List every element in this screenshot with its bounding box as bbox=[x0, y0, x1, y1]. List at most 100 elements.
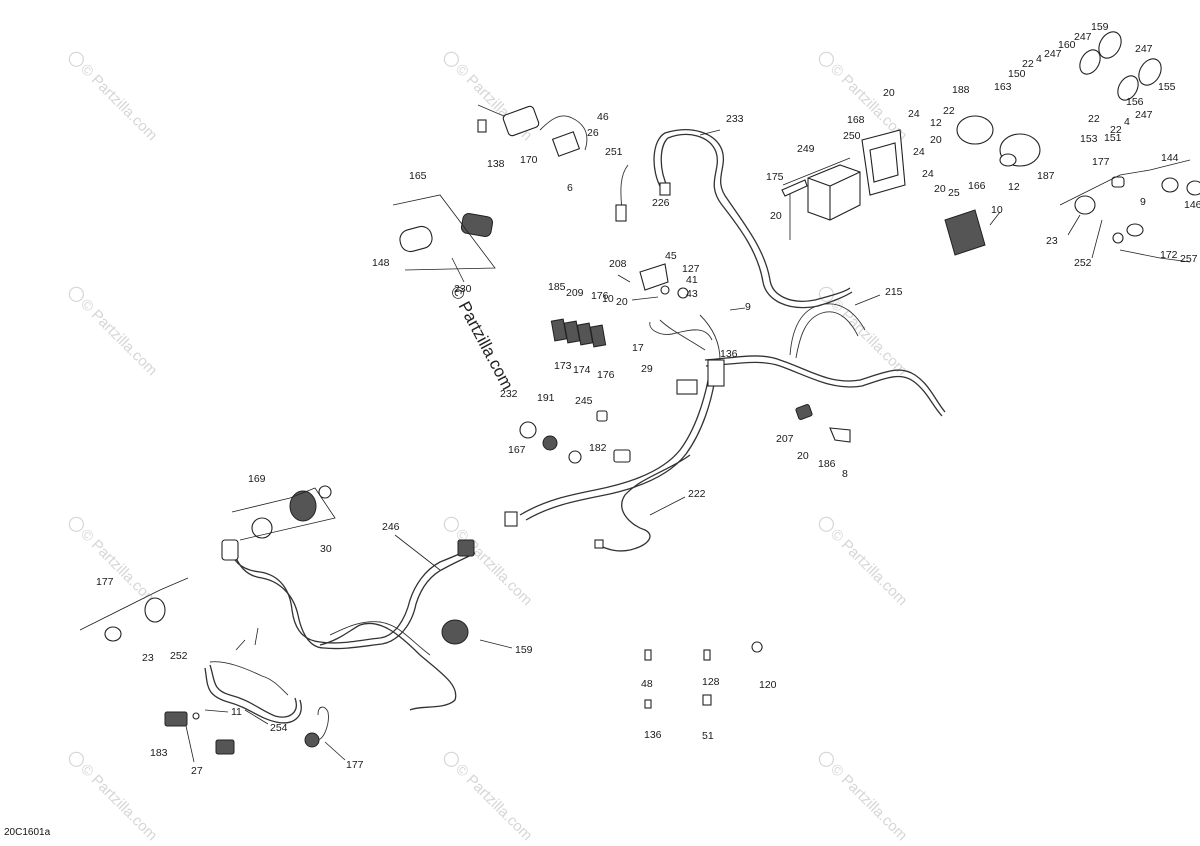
callout-label: 17 bbox=[632, 342, 644, 354]
callout-label: 176 bbox=[591, 290, 609, 302]
callout-label: 10 bbox=[991, 204, 1003, 216]
callout-label: 175 bbox=[766, 171, 784, 183]
callout-label: 251 bbox=[605, 146, 623, 158]
callout-label: 151 bbox=[1104, 132, 1122, 144]
callout-label: 51 bbox=[702, 730, 714, 742]
callout-label: 120 bbox=[759, 679, 777, 691]
callout-label: 43 bbox=[686, 288, 698, 300]
callout-label: 20 bbox=[770, 210, 782, 222]
callout-label: 165 bbox=[409, 170, 427, 182]
callout-label: 20 bbox=[797, 450, 809, 462]
watermark: © Partzilla.com bbox=[827, 526, 910, 609]
callout-label: 188 bbox=[952, 84, 970, 96]
callout-label: 187 bbox=[1037, 170, 1055, 182]
callout-label: 208 bbox=[609, 258, 627, 270]
watermark: © Partzilla.com bbox=[77, 526, 160, 609]
part-grille-shape bbox=[460, 212, 494, 238]
center-watermark: © Partzilla.com bbox=[446, 283, 517, 393]
callout-label: 247 bbox=[1135, 109, 1153, 121]
callout-label: 159 bbox=[515, 644, 533, 656]
callout-label: 247 bbox=[1074, 31, 1092, 43]
callout-label: 24 bbox=[913, 146, 925, 158]
part-148-shape bbox=[399, 225, 433, 253]
callout-label: 20 bbox=[934, 183, 946, 195]
watermark: © Partzilla.com bbox=[452, 526, 535, 609]
callout-label: 20 bbox=[616, 296, 628, 308]
group-brackets bbox=[79, 157, 1191, 631]
callout-label: 177 bbox=[1092, 156, 1110, 168]
callout-label: 170 bbox=[520, 154, 538, 166]
callout-label: 209 bbox=[566, 287, 584, 299]
watermark: © Partzilla.com bbox=[77, 296, 160, 379]
callout-label: 246 bbox=[382, 521, 400, 533]
callout-label: 163 bbox=[994, 81, 1012, 93]
callout-label: 191 bbox=[537, 392, 555, 404]
callout-label: 182 bbox=[589, 442, 607, 454]
watermark: © Partzilla.com bbox=[77, 761, 160, 841]
callout-label: 136 bbox=[720, 348, 738, 360]
callout-label: 4 bbox=[1036, 53, 1042, 65]
callout-label: 257 bbox=[1180, 253, 1198, 265]
callout-label: 22 bbox=[1088, 113, 1100, 125]
callout-label: 8 bbox=[842, 468, 848, 480]
callout-label: 24 bbox=[908, 108, 920, 120]
callout-label: 23 bbox=[142, 652, 154, 664]
callout-label: 177 bbox=[346, 759, 364, 771]
callout-label: 159 bbox=[1091, 21, 1109, 33]
callout-label: 26 bbox=[587, 127, 599, 139]
callout-label: 186 bbox=[818, 458, 836, 470]
callout-label: 45 bbox=[665, 250, 677, 262]
watermark: © Partzilla.com bbox=[827, 296, 910, 379]
callout-label: 177 bbox=[96, 576, 114, 588]
callout-label: 12 bbox=[1008, 181, 1020, 193]
watermark: © Partzilla.com bbox=[77, 61, 160, 144]
callout-label: 6 bbox=[567, 182, 573, 194]
callout-label: 22 bbox=[1022, 58, 1034, 70]
callout-label: 168 bbox=[847, 114, 865, 126]
callout-label: 153 bbox=[1080, 133, 1098, 145]
callout-label: 156 bbox=[1126, 96, 1144, 108]
callout-label: 160 bbox=[1058, 39, 1076, 51]
callout-label: 9 bbox=[1140, 196, 1146, 208]
callout-label: 4 bbox=[1124, 116, 1130, 128]
callout-label: 41 bbox=[686, 274, 698, 286]
callout-label: 128 bbox=[702, 676, 720, 688]
callout-label: 48 bbox=[641, 678, 653, 690]
callout-label: 11 bbox=[231, 706, 242, 718]
parts-layer bbox=[104, 31, 1200, 755]
callout-label: 10 bbox=[602, 293, 614, 305]
callout-label: 22 bbox=[943, 105, 955, 117]
watermark: © Partzilla.com bbox=[452, 761, 535, 841]
callout-label: 150 bbox=[1008, 68, 1026, 80]
wiring-layer bbox=[204, 104, 946, 741]
callout-label: 249 bbox=[797, 143, 815, 155]
callout-label: 167 bbox=[508, 444, 526, 456]
callout-label: 226 bbox=[652, 197, 670, 209]
callout-label: 29 bbox=[641, 363, 653, 375]
callout-label: 176 bbox=[597, 369, 615, 381]
leader-lines bbox=[185, 129, 1103, 763]
callout-label: 24 bbox=[922, 168, 934, 180]
callout-label: 169 bbox=[248, 473, 266, 485]
callout-label: 185 bbox=[548, 281, 566, 293]
callout-label: 25 bbox=[948, 187, 960, 199]
callout-label: 166 bbox=[968, 180, 986, 192]
callout-label: 254 bbox=[270, 722, 288, 734]
callout-label: 252 bbox=[1074, 257, 1092, 269]
callout-label: 146 bbox=[1184, 199, 1200, 211]
callout-label: 138 bbox=[487, 158, 505, 170]
callout-label: 20 bbox=[883, 87, 895, 99]
callout-label: 12 bbox=[930, 117, 942, 129]
callout-label: 247 bbox=[1044, 48, 1062, 60]
callout-label: 247 bbox=[1135, 43, 1153, 55]
callout-label: 23 bbox=[1046, 235, 1058, 247]
callout-label: 232 bbox=[500, 388, 518, 400]
callout-label: 46 bbox=[597, 111, 609, 123]
callout-label: 245 bbox=[575, 395, 593, 407]
callout-label: 207 bbox=[776, 433, 794, 445]
callout-label: 30 bbox=[320, 543, 332, 555]
callout-label: 252 bbox=[170, 650, 188, 662]
callout-label: 222 bbox=[688, 488, 706, 500]
callout-label: 144 bbox=[1161, 152, 1179, 164]
